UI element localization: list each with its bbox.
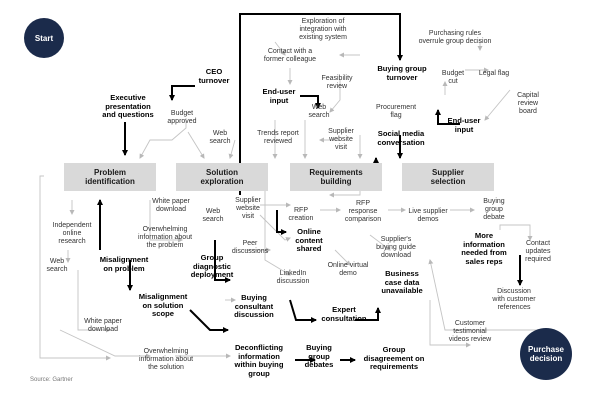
stage-solution-exploration: Solution exploration [176,163,268,191]
node-end-user-input-2: End-user input [447,116,481,134]
node-expert-consultation: Expert consultation [321,305,367,323]
label-linkedin-discussion: LinkedIn discussion [276,270,310,285]
label-web-search-4: Web search [46,258,68,273]
stage-requirements-building: Requirements building [290,163,382,191]
label-budget-cut: Budget cut [441,70,465,85]
node-buying-consultant: Buying consultant discussion [234,293,274,319]
label-peer-discussions: Peer discussions [231,240,269,255]
label-capital-review-board: Capital review board [517,92,539,115]
label-web-search-1: Web search [209,130,231,145]
node-group-disagreement: Group disagreement on requirements [363,345,425,371]
label-overwhelming-solution: Overwhelming information about the solut… [138,348,194,371]
label-customer-testimonial: Customer testimonial videos review [448,320,492,343]
node-deconflicting-information: Deconflicting information within buying … [234,343,284,378]
node-executive-presentation: Executive presentation and questions [102,93,154,119]
label-contact-former-colleague: Contact with a former colleague [263,48,317,63]
label-white-paper-download-1: White paper download [152,198,190,213]
label-supplier-buying-guide: Supplier's buying guide download [376,236,416,259]
label-discussion-customer-references: Discussion with customer references [492,288,536,311]
node-buying-group-debates: Buying group debates [304,343,334,369]
label-rfp-creation: RFP creation [288,207,314,222]
label-independent-online-research: Independent online research [52,222,92,245]
node-group-diagnostic: Group diagnostic deployment [190,253,234,279]
label-supplier-website-visit-2: Supplier website visit [235,197,261,220]
node-ceo-turnover: CEO turnover [198,67,230,85]
label-legal-flag: Legal flag [478,70,510,77]
label-contact-updates-required: Contact updates required [525,240,551,263]
node-misalignment-scope: Misalignment on solution scope [138,292,188,318]
start-node: Start [24,18,64,58]
label-buying-group-debate: Buying group debate [483,198,505,221]
label-web-search-2: Web search [308,104,330,119]
purchase-decision-node: Purchase decision [520,328,572,380]
label-feasibility-review: Feasibility review [321,75,353,90]
node-more-information-needed: More information needed from sales reps [461,231,507,266]
node-buying-group-turnover: Buying group turnover [377,64,427,82]
label-overwhelming-problem: Overwhelming information about the probl… [137,226,193,249]
label-supplier-website-visit-1: Supplier website visit [328,128,354,151]
label-budget-approved: Budget approved [167,110,197,125]
stage-supplier-selection: Supplier selection [402,163,494,191]
node-online-content-shared: Online content shared [295,227,323,253]
node-end-user-input-1: End-user input [262,87,296,105]
label-web-search-3: Web search [202,208,224,223]
label-rfp-response-comparison: RFP response comparison [344,200,382,223]
node-social-media-conversation: Social media conversation [377,129,425,147]
node-business-case-unavailable: Business case data unavailable [381,269,423,295]
label-exploration-integration: Exploration of integration with existing… [299,18,347,41]
label-white-paper-download-2: White paper download [84,318,122,333]
label-trends-report: Trends report reviewed [257,130,299,145]
source-note: Source: Gartner [30,377,73,383]
label-procurement-flag: Procurement flag [375,104,417,119]
node-misalignment-problem: Misalignment on problem [99,255,149,273]
stage-problem-identification: Problem identification [64,163,156,191]
label-online-virtual-demo: Online virtual demo [327,262,369,277]
label-live-supplier-demos: Live supplier demos [408,208,448,223]
label-purchasing-rules: Purchasing rules overrule group decision [418,30,492,45]
